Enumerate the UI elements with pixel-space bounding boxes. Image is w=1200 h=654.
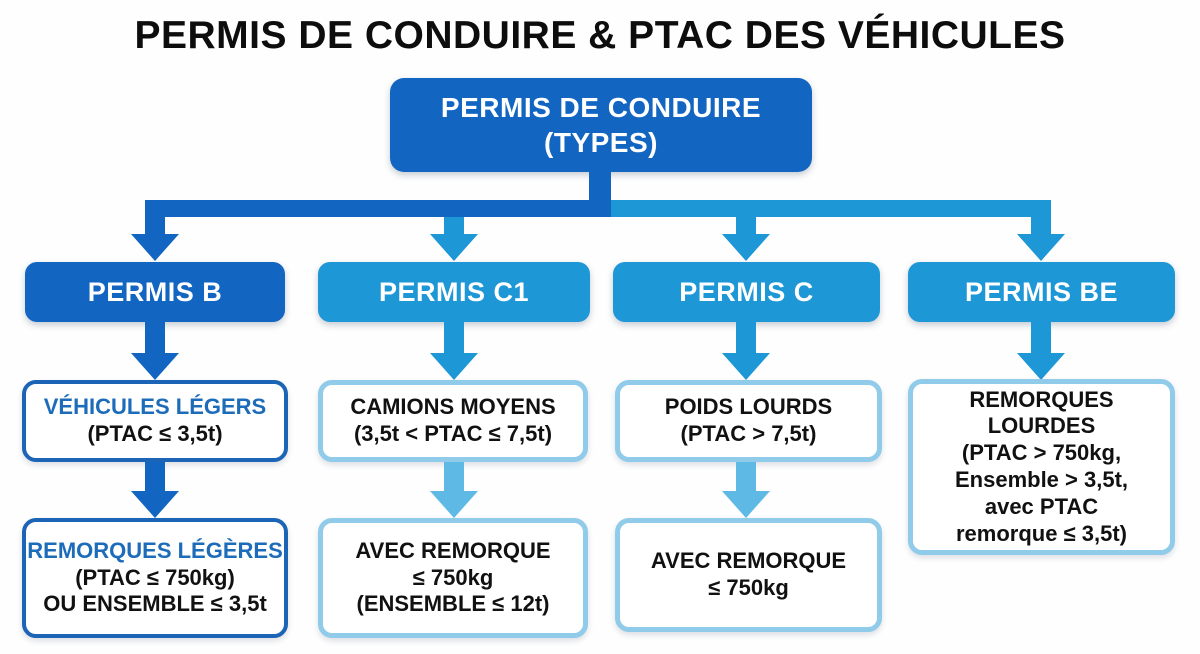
- node-line: LOURDES: [987, 413, 1096, 439]
- node-avec-remorque-c1: AVEC REMORQUE ≤ 750kg (ENSEMBLE ≤ 12t): [318, 518, 588, 638]
- arrow-stem: [145, 462, 165, 492]
- node-line: (3,5t < PTAC ≤ 7,5t): [353, 421, 553, 446]
- node-remorques-lourdes: REMORQUES LOURDES (PTAC > 750kg, Ensembl…: [908, 379, 1175, 555]
- arrow-head: [1017, 234, 1065, 261]
- node-line: CAMIONS MOYENS: [350, 394, 556, 420]
- node-permis-be: PERMIS BE: [908, 262, 1175, 322]
- arrow-head: [430, 353, 478, 380]
- node-line: ≤ 750kg: [412, 564, 494, 590]
- node-line: AVEC REMORQUE: [650, 548, 847, 574]
- arrow-stem: [736, 322, 756, 354]
- node-avec-remorque-c: AVEC REMORQUE ≤ 750kg: [615, 518, 882, 632]
- node-permis-c1: PERMIS C1: [318, 262, 590, 322]
- arrow-stem: [444, 322, 464, 354]
- node-line: (PTAC ≤ 750kg): [75, 564, 235, 590]
- node-line: AVEC REMORQUE: [355, 537, 551, 563]
- node-permis-types: PERMIS DE CONDUIRE (TYPES): [390, 78, 812, 172]
- arrow-head: [131, 491, 179, 518]
- arrow-stem: [736, 217, 756, 235]
- node-label: PERMIS BE: [964, 276, 1119, 307]
- node-permis-b: PERMIS B: [25, 262, 285, 322]
- node-vehicules-legers: VÉHICULES LÉGERS (PTAC ≤ 3,5t): [22, 380, 288, 462]
- node-label: PERMIS C: [679, 276, 814, 307]
- node-line: avec PTAC: [984, 493, 1099, 519]
- node-label: PERMIS C1: [378, 276, 530, 307]
- node-line: (ENSEMBLE ≤ 12t): [356, 591, 550, 617]
- arrow-stem: [736, 462, 756, 492]
- node-remorques-legeres: REMORQUES LÉGÈRES (PTAC ≤ 750kg) OU ENSE…: [22, 518, 288, 638]
- page-title: PERMIS DE CONDUIRE & PTAC DES VÉHICULES: [134, 14, 1066, 57]
- node-line: (PTAC ≤ 3,5t): [87, 421, 223, 446]
- arrow-stem: [1031, 217, 1051, 235]
- node-line: Ensemble > 3,5t,: [954, 467, 1129, 492]
- arrow-stem: [444, 217, 464, 235]
- arrow-stem: [444, 462, 464, 492]
- arrow-head: [722, 353, 770, 380]
- node-line: REMORQUES: [969, 386, 1114, 412]
- arrow-stem: [145, 322, 165, 354]
- node-line: ≤ 750kg: [708, 575, 789, 600]
- connector-bar-right: [611, 200, 1051, 217]
- node-line: OU ENSEMBLE ≤ 3,5t: [43, 591, 267, 617]
- arrow-head: [430, 491, 478, 518]
- arrow-head: [1017, 353, 1065, 380]
- arrow-head: [722, 491, 770, 518]
- node-line: remorque ≤ 3,5t): [955, 520, 1127, 546]
- node-line: POIDS LOURDS: [664, 394, 833, 420]
- arrow-head: [131, 234, 179, 261]
- arrow-head: [430, 234, 478, 261]
- node-line: VÉHICULES LÉGERS: [43, 394, 267, 420]
- node-line: (PTAC > 7,5t): [680, 421, 817, 446]
- node-line: REMORQUES LÉGÈRES: [27, 537, 283, 563]
- arrow-stem: [1031, 322, 1051, 354]
- node-label: PERMIS B: [87, 276, 223, 307]
- node-camions-moyens: CAMIONS MOYENS (3,5t < PTAC ≤ 7,5t): [318, 380, 588, 462]
- arrow-stem: [145, 217, 165, 235]
- node-line: (PTAC > 750kg,: [961, 440, 1122, 466]
- node-line: PERMIS DE CONDUIRE: [440, 92, 762, 123]
- node-line: (TYPES): [544, 127, 658, 158]
- arrow-head: [722, 234, 770, 261]
- arrow-head: [131, 353, 179, 380]
- node-permis-c: PERMIS C: [613, 262, 880, 322]
- node-poids-lourds: POIDS LOURDS (PTAC > 7,5t): [615, 380, 882, 462]
- connector-bar-left: [145, 200, 611, 217]
